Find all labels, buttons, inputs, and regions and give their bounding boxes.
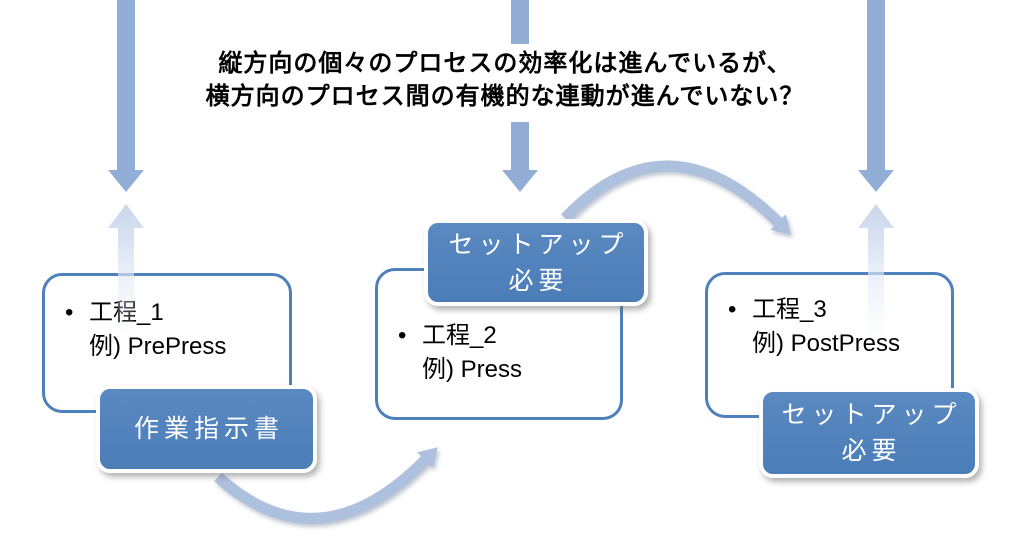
bullet-glyph: • [65,299,74,326]
process-2-title: 工程_2 [422,322,497,349]
curved-right-arrow-icon-bottom [214,447,438,524]
down-arrow-icon-right [858,0,894,192]
bullet-glyph: • [728,296,737,323]
heading-line-2: 横方向のプロセス間の有機的な連動が進んでいない？ [205,83,805,110]
callout-work-order-label: 作業指示書 [133,415,284,443]
callout-setup-right-line-2: 必要 [841,437,902,465]
heading-line-1: 縦方向の個々のプロセスの効率化は進んでいるが、 [218,50,792,77]
callout-setup-required-right: セットアップ 必要 [759,388,979,478]
callout-setup-right-line-1: セットアップ [781,401,962,429]
callout-setup-required-middle: セットアップ 必要 [424,219,648,306]
bullet-glyph: • [398,322,407,349]
process-3-title: 工程_3 [752,296,827,323]
curved-right-arrow-icon-top [561,160,791,235]
callout-work-order: 作業指示書 [96,385,317,473]
process-3-example: 例) PostPress [752,330,901,357]
callout-setup-middle-line-2: 必要 [508,266,569,295]
slide-heading: 縦方向の個々のプロセスの効率化は進んでいるが、 横方向のプロセス間の有機的な連動… [165,44,845,122]
process-2-example: 例) Press [422,356,523,383]
process-1-example: 例) PrePress [89,333,227,360]
callout-setup-middle-line-1: セットアップ [448,230,629,259]
down-arrow-icon-left [108,0,144,192]
